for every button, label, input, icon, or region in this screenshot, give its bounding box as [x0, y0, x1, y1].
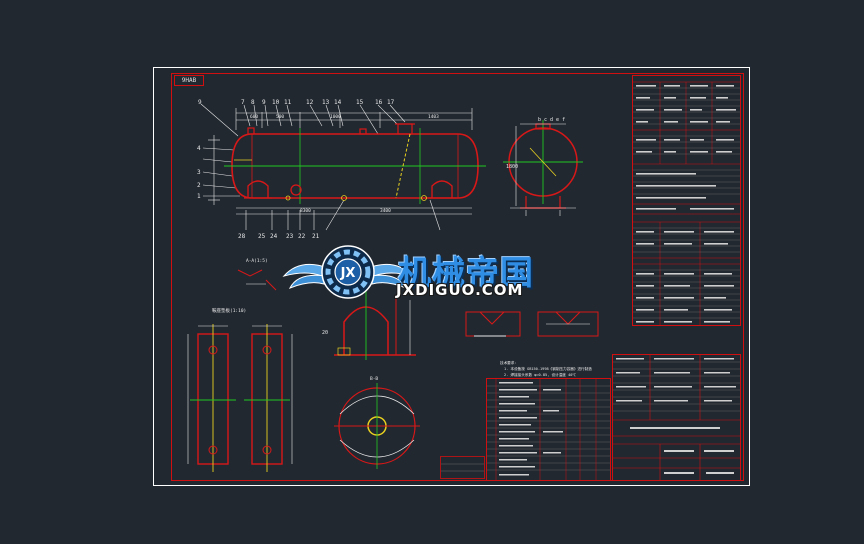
title-block: [612, 354, 741, 481]
gear-wings-logo-icon: JX: [282, 245, 414, 299]
sheet-border: [153, 67, 750, 486]
svg-text:A-A(1:5): A-A(1:5): [246, 258, 268, 264]
svg-text:3: 3: [197, 169, 201, 176]
svg-text:17: 17: [387, 99, 395, 106]
svg-text:22: 22: [298, 233, 306, 240]
svg-text:1: 1: [197, 193, 201, 200]
svg-text:1. 本设备按 GB150-1998《钢制压力容器》进行制造: 1. 本设备按 GB150-1998《钢制压力容器》进行制造: [504, 366, 592, 371]
svg-text:8: 8: [251, 99, 255, 106]
svg-text:21: 21: [312, 233, 320, 240]
revision-box: [440, 456, 485, 479]
svg-text:b c d e f: b c d e f: [538, 117, 565, 123]
svg-text:16: 16: [375, 99, 383, 106]
svg-text:7: 7: [241, 99, 245, 106]
svg-text:鞍座垫板(1:10): 鞍座垫板(1:10): [212, 307, 246, 314]
plate-details: [187, 324, 293, 472]
svg-text:10: 10: [272, 99, 280, 106]
svg-text:9: 9: [262, 99, 266, 106]
svg-text:9: 9: [198, 99, 202, 106]
svg-text:4: 4: [197, 145, 201, 152]
svg-text:25: 25: [258, 233, 266, 240]
svg-text:15: 15: [356, 99, 364, 106]
saddle-detail: 20: [322, 288, 416, 360]
manhole-plan-view: B-B: [334, 376, 420, 469]
svg-text:1403: 1403: [428, 114, 439, 120]
svg-text:3400: 3400: [380, 208, 391, 214]
svg-text:1000: 1000: [330, 114, 341, 120]
svg-text:24: 24: [270, 233, 278, 240]
svg-text:600: 600: [250, 114, 258, 120]
detail-arrows: [237, 269, 277, 291]
svg-text:8300: 8300: [300, 208, 311, 214]
weld-details: [465, 311, 599, 337]
svg-text:20: 20: [322, 330, 328, 336]
drawing-frame: [171, 73, 744, 481]
drawing-tag: 9HAB: [174, 75, 204, 86]
watermark-subtitle: JXDIGUO.COM: [396, 281, 524, 299]
svg-text:1800: 1800: [506, 164, 518, 170]
svg-text:2: 2: [197, 182, 201, 189]
svg-text:B-B: B-B: [370, 376, 378, 382]
svg-text:14: 14: [334, 99, 342, 106]
svg-text:13: 13: [322, 99, 330, 106]
svg-text:技术要求：: 技术要求：: [500, 360, 518, 365]
vessel-side-view: b c d e f 1800: [503, 117, 583, 216]
watermark-title: 机械帝国: [398, 253, 534, 292]
svg-text:2. 焊接接头系数 φ=0.85, 设计温度 40℃: 2. 焊接接头系数 φ=0.85, 设计温度 40℃: [504, 372, 576, 377]
svg-text:500: 500: [276, 114, 284, 120]
svg-text:11: 11: [284, 99, 292, 106]
svg-text:23: 23: [286, 233, 294, 240]
design-data-table: [632, 75, 741, 326]
svg-text:28: 28: [238, 233, 246, 240]
svg-text:12: 12: [306, 99, 314, 106]
parts-list-table: [486, 378, 611, 481]
technical-notes: 技术要求： 1. 本设备按 GB150-1998《钢制压力容器》进行制造 2. …: [500, 360, 592, 377]
vessel-elevation-view: 9 7 8 9 10 11 12 13 14 15 16 17 28 25 24…: [197, 99, 486, 240]
logo-text: JX: [340, 266, 356, 281]
